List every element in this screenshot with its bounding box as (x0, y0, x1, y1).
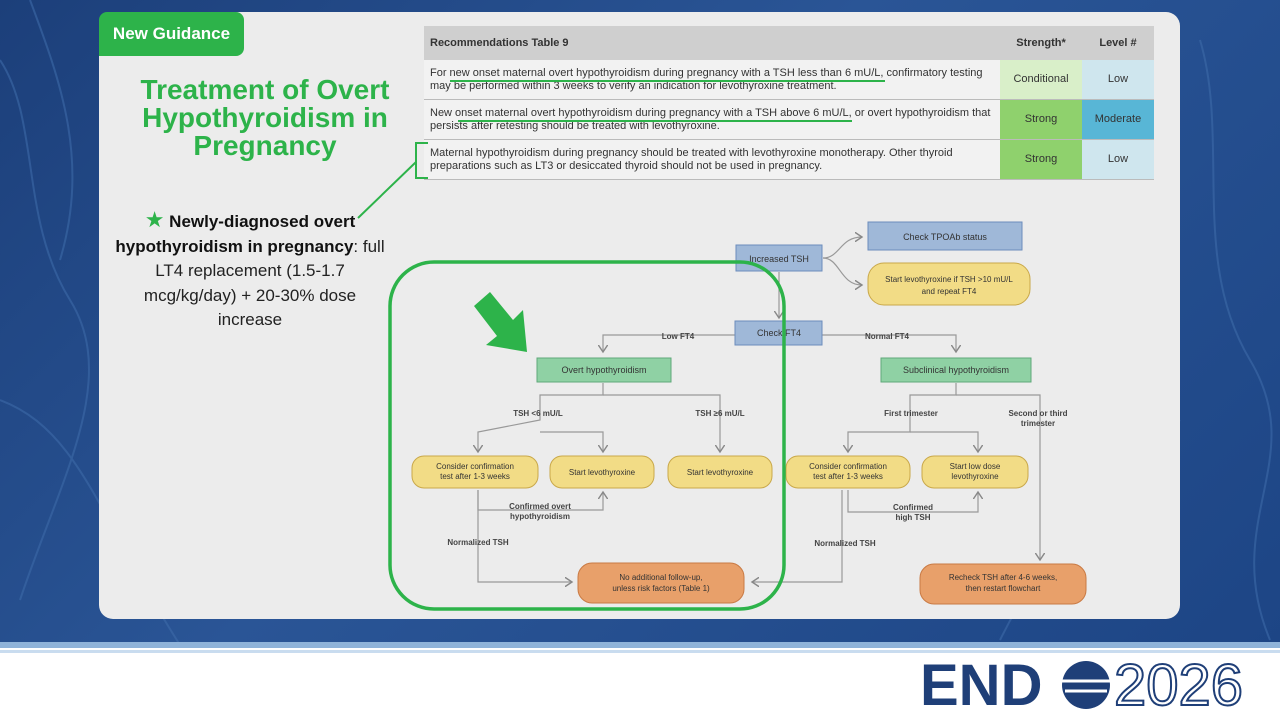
table-row: For new onset maternal overt hypothyroid… (424, 60, 1154, 100)
table-title: Recommendations Table 9 (424, 26, 1000, 60)
tsh-lt6-label: TSH <6 mU/L (513, 409, 563, 418)
level-header: Level # (1082, 26, 1154, 60)
consider-left-l2: test after 1-3 weeks (440, 472, 510, 481)
highlight-underlines (450, 80, 885, 122)
slide-title: Treatment of Overt Hypothyroidism in Pre… (140, 74, 390, 161)
bracket-callout (357, 142, 428, 219)
key-point-bold: Newly-diagnosed overt hypothyroidism in … (115, 212, 356, 256)
increased-tsh-box (735, 244, 823, 272)
rec-level: Low (1082, 139, 1154, 180)
endo-2026-logo: END 2026 (920, 655, 1244, 715)
start-if-box (867, 262, 1031, 306)
key-point: ★ Newly-diagnosed overt hypothyroidism i… (110, 207, 390, 333)
strength-header: Strength* (1000, 26, 1082, 60)
confirmed-high-l1: Confirmed (893, 503, 933, 512)
normalized-left: Normalized TSH (447, 538, 509, 547)
footer-rule (0, 642, 1280, 648)
globe-icon (1062, 661, 1110, 709)
rec-strength: Strong (1000, 139, 1082, 180)
first-trimester-label: First trimester (884, 409, 938, 418)
rec-level: Moderate (1082, 99, 1154, 140)
overt-label: Overt hypothyroidism (561, 365, 646, 375)
subclinical-box (880, 357, 1032, 383)
confirmed-overt-l1: Confirmed overt (509, 502, 571, 511)
confirmed-high-l2: high TSH (895, 513, 930, 522)
second-trimester-label: Second or third (1008, 409, 1067, 418)
low-ft4-label: Low FT4 (662, 332, 695, 341)
recheck-box (919, 563, 1087, 605)
check-tpoab-box (867, 221, 1023, 251)
consider-box-right (785, 455, 911, 489)
new-guidance-badge: New Guidance (99, 12, 244, 56)
rec-text: For new onset maternal overt hypothyroid… (424, 60, 1000, 100)
table-row: Maternal hypothyroidism during pregnancy… (424, 139, 1154, 180)
highlight-frame (388, 260, 786, 611)
check-ft4-box (734, 320, 823, 346)
start-low-l2: levothyroxine (951, 472, 999, 481)
rec-strength: Conditional (1000, 60, 1082, 100)
table-row: New onset maternal overt hypothyroidism … (424, 99, 1154, 140)
no-follow-box (577, 562, 745, 604)
table-header: Recommendations Table 9 Strength* Level … (424, 26, 1154, 60)
check-ft4-label: Check FT4 (757, 328, 801, 338)
confirmed-overt-l2: hypothyroidism (510, 512, 570, 521)
no-follow-l1: No additional follow-up, (619, 573, 702, 582)
rec-strength: Strong (1000, 99, 1082, 140)
recheck-l1: Recheck TSH after 4-6 weeks, (949, 573, 1057, 582)
key-point-text: : full LT4 replacement (1.5-1.7 mcg/kg/d… (143, 236, 385, 330)
start-levo-box-left (549, 455, 655, 489)
normalized-right: Normalized TSH (814, 539, 876, 548)
star-icon: ★ (144, 207, 165, 232)
normal-ft4-label: Normal FT4 (865, 332, 910, 341)
tsh-ge6-label: TSH ≥6 mU/L (695, 409, 744, 418)
footer-rule-light (0, 650, 1280, 653)
start-levo-box-right (667, 455, 773, 489)
start-low-l1: Start low dose (950, 462, 1001, 471)
consider-left-l1: Consider confirmation (436, 462, 514, 471)
start-if-label2: and repeat FT4 (922, 287, 977, 296)
increased-tsh-label: Increased TSH (749, 254, 809, 264)
second-trimester-label2: trimester (1021, 419, 1055, 428)
logo-end: END (920, 655, 1042, 715)
recheck-l2: then restart flowchart (966, 584, 1041, 593)
consider-right-l1: Consider confirmation (809, 462, 887, 471)
start-low-box (921, 455, 1029, 489)
highlight-arrow-icon (474, 292, 527, 352)
treatment-flowchart: Increased TSH Check TPOAb status Start l… (357, 80, 1087, 611)
recommendations-table: Recommendations Table 9 Strength* Level … (424, 26, 1154, 180)
consider-box-left (411, 455, 539, 489)
start-levo-right-label: Start levothyroxine (687, 468, 754, 477)
consider-right-l2: test after 1-3 weeks (813, 472, 883, 481)
check-tpoab-label: Check TPOAb status (903, 232, 987, 242)
rec-text: Maternal hypothyroidism during pregnancy… (424, 139, 1000, 180)
overt-box (536, 357, 672, 383)
start-levo-left-label: Start levothyroxine (569, 468, 636, 477)
flow-connectors (478, 237, 1040, 582)
no-follow-l2: unless risk factors (Table 1) (612, 584, 710, 593)
subclinical-label: Subclinical hypothyroidism (903, 365, 1009, 375)
start-if-label: Start levothyroxine if TSH >10 mU/L (885, 275, 1013, 284)
logo-year: 2026 (1114, 655, 1243, 715)
rec-text: New onset maternal overt hypothyroidism … (424, 99, 1000, 140)
rec-level: Low (1082, 60, 1154, 100)
